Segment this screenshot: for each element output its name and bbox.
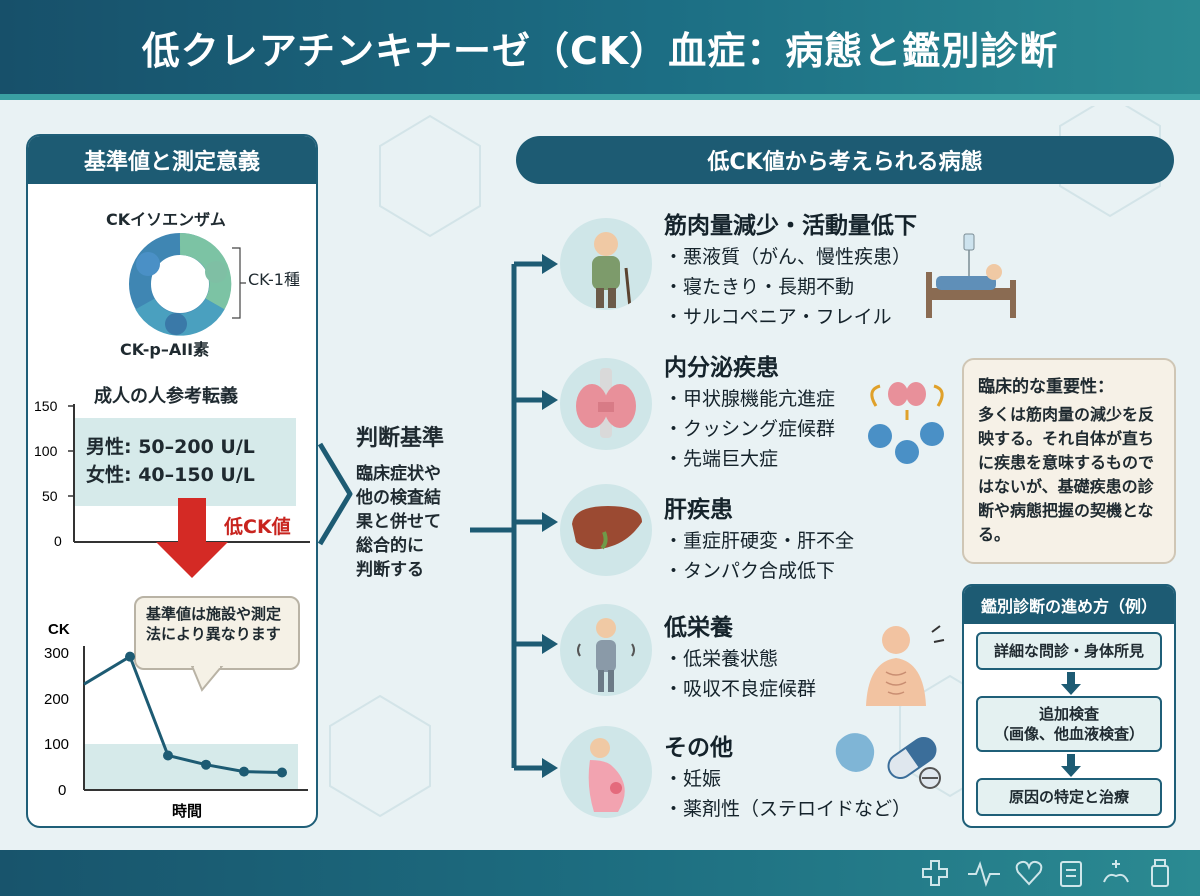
diagnosis-flow-box: 鑑別診断の進め方（例） 詳細な問診・身体所見 追加検査 （画像、他血液検査） 原… — [962, 584, 1176, 828]
medical-cross-icon — [922, 860, 948, 886]
bedridden-patient-icon — [926, 233, 1016, 318]
trend-line — [83, 654, 283, 775]
isozyme-bottom-label: CK-p–AII素 — [120, 340, 210, 359]
flow-arrow-icon — [1061, 754, 1081, 777]
trend-tick-100: 100 — [44, 736, 69, 753]
trend-point — [277, 767, 287, 778]
trend-tick-200: 200 — [44, 691, 69, 708]
ref-tick-150: 150 — [34, 398, 58, 414]
ref-male: 男性: 50–200 U/L — [86, 436, 255, 458]
judgment-title: 判断基準 — [356, 426, 445, 451]
category-item: ・悪液質（がん、慢性疾患） — [664, 246, 912, 268]
speech-tail — [190, 666, 224, 692]
trend-point — [125, 651, 135, 662]
flow-step-2: 追加検査 （画像、他血液検査） — [976, 696, 1162, 752]
caring-hands-icon — [1103, 860, 1129, 883]
trend-reference-band — [84, 744, 298, 790]
trend-point — [163, 750, 173, 761]
speech-bubble: 基準値は施設や測定法により異なります — [134, 596, 300, 670]
category-title: その他 — [664, 735, 733, 761]
ck-trend-chart: CK 300 200 100 0 時間 — [44, 621, 308, 820]
flow-step-2-sublabel: （画像、他血液検査） — [993, 725, 1144, 743]
clipboard-icon — [1060, 861, 1082, 887]
judgment-block: 判断基準 臨床症状や 他の検査結 果と併せて 総合的に 判断する — [356, 420, 444, 582]
down-arrow-icon — [156, 498, 228, 578]
importance-title: 臨床的な重要性： — [978, 377, 1114, 397]
isozyme-title: CKイソエンザム — [106, 210, 226, 229]
trend-tick-0: 0 — [58, 782, 66, 799]
judgment-line: 判断する — [356, 560, 424, 580]
trend-point — [239, 766, 249, 777]
left-to-middle-arrow — [317, 442, 353, 546]
category-title: 低栄養 — [664, 615, 733, 641]
category-item: ・薬剤性（ステロイドなど） — [664, 798, 912, 820]
reference-panel-header: 基準値と測定意義 — [28, 136, 316, 184]
heartbeat-icon — [968, 860, 1000, 888]
category-item: ・寝たきり・長期不動 — [664, 276, 855, 298]
flow-step-1-label: 詳細な問診・身体所見 — [993, 642, 1144, 660]
flow-arrow-icon — [1061, 672, 1081, 695]
thyroid-icon — [560, 358, 652, 450]
category-item: ・重症肝硬変・肝不全 — [664, 530, 855, 552]
hormone-icon — [868, 382, 944, 464]
trend-xlabel: 時間 — [172, 802, 202, 820]
branch-connector — [470, 254, 558, 778]
category-title: 内分泌疾患 — [664, 355, 779, 381]
footer-bar — [0, 850, 1200, 896]
importance-body: 多くは筋肉量の減少を反映する。それ自体が直ちに疾患を意味するものではないが、基礎… — [978, 405, 1155, 544]
ref-tick-0: 0 — [54, 533, 62, 549]
malnourished-person-icon — [560, 604, 652, 696]
category-item: ・甲状腺機能亢進症 — [664, 388, 836, 410]
trend-ylabel: CK — [48, 621, 70, 638]
medicine-bottle-icon — [1151, 859, 1169, 887]
ref-tick-50: 50 — [42, 488, 58, 504]
isozyme-ring-diagram — [129, 232, 246, 336]
trend-point — [201, 759, 211, 770]
judgment-line: 総合的に — [356, 536, 424, 556]
trend-tick-300: 300 — [44, 645, 69, 662]
category-item: ・サルコペニア・フレイル — [664, 306, 892, 328]
low-ck-label: 低CK値 — [224, 516, 291, 538]
thin-patient-icon — [866, 625, 945, 706]
judgment-line: 臨床症状や — [356, 464, 441, 484]
title-bar: 低クレアチンキナーゼ（CK）血症：病態と鑑別診断 — [0, 0, 1200, 100]
ref-female: 女性: 40–150 U/L — [86, 464, 255, 486]
judgment-line: 果と併せて — [356, 512, 441, 532]
category-item: ・先端巨大症 — [664, 448, 779, 470]
pregnant-woman-icon — [560, 726, 652, 818]
category-title: 肝疾患 — [664, 497, 733, 523]
liver-icon — [560, 484, 652, 576]
category-item: ・クッシング症候群 — [664, 418, 836, 440]
clinical-importance-box: 臨床的な重要性： 多くは筋肉量の減少を反映する。それ自体が直ちに疾患を意味するも… — [962, 358, 1176, 564]
reference-title: 成人の人参考転義 — [94, 386, 238, 407]
category-title: 筋肉量減少・活動量低下 — [664, 213, 917, 239]
category-item: ・タンパク合成低下 — [664, 560, 836, 582]
flow-step-2-label: 追加検査 — [1038, 705, 1099, 723]
heart-icon — [1015, 860, 1043, 886]
reference-range-chart: 150 100 50 0 — [34, 398, 310, 549]
category-item: ・吸収不良症候群 — [664, 678, 817, 700]
category-item: ・妊娠 — [664, 768, 722, 790]
flow-step-3-label: 原因の特定と治療 — [1008, 788, 1129, 806]
judgment-line: 他の検査結 — [356, 488, 441, 508]
category-item: ・低栄養状態 — [664, 648, 779, 670]
isozyme-right-label: CK-1種 — [248, 270, 300, 289]
page-title: 低クレアチンキナーゼ（CK）血症：病態と鑑別診断 — [141, 28, 1059, 73]
ref-tick-100: 100 — [34, 443, 58, 459]
reference-band — [74, 418, 296, 506]
flow-step-3: 原因の特定と治療 — [976, 778, 1162, 816]
elderly-person-icon — [560, 218, 652, 310]
flow-step-1: 詳細な問診・身体所見 — [976, 632, 1162, 670]
conditions-header: 低CK値から考えられる病態 — [516, 136, 1174, 184]
medicine-pill-icon — [835, 733, 941, 789]
reference-panel: 基準値と測定意義 CKイソエンザム CK-1種 CK-p–AII素 成人の人参考… — [26, 134, 318, 828]
flow-header: 鑑別診断の進め方（例） — [964, 586, 1174, 624]
